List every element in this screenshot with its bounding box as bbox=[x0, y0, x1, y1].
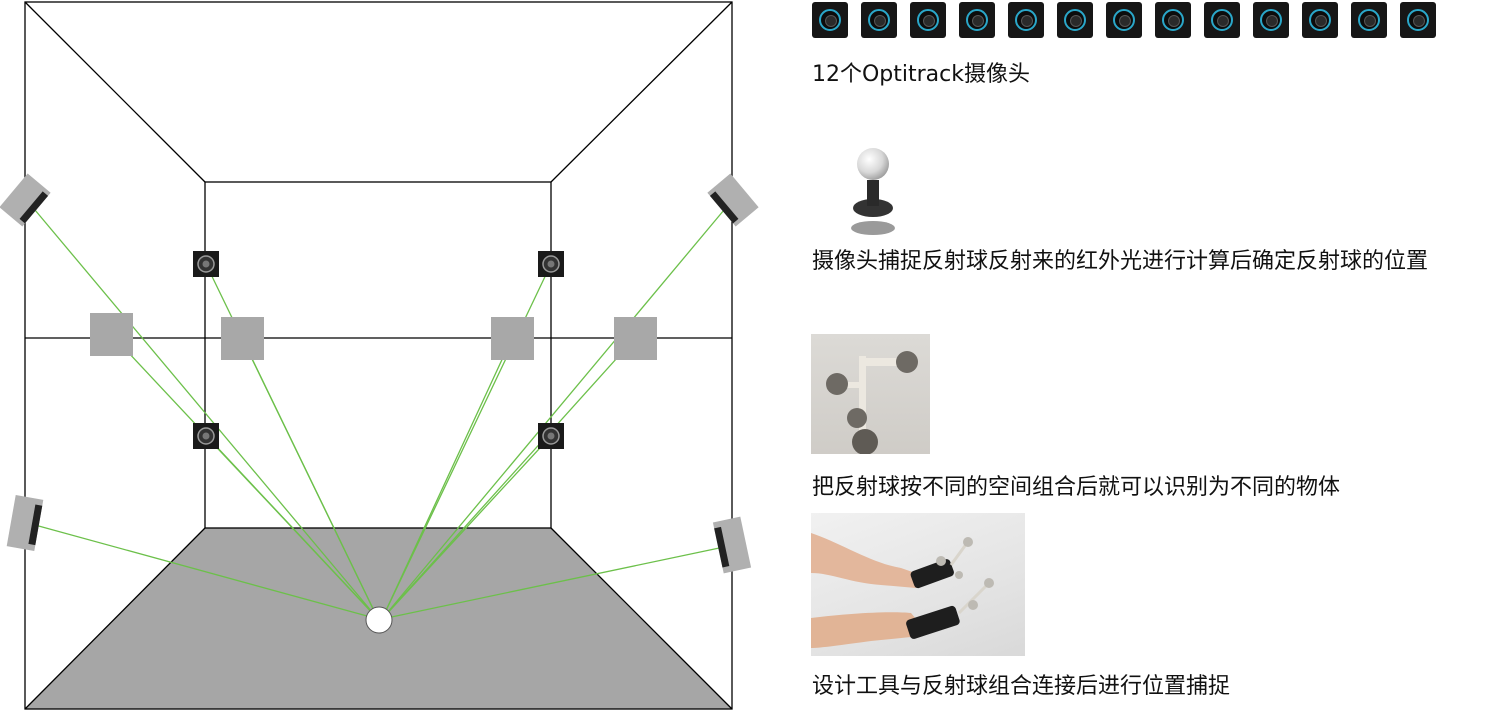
room-outer-frame bbox=[24, 1, 733, 710]
camera-icon bbox=[1057, 2, 1093, 38]
camera-icon bbox=[1204, 2, 1240, 38]
caption-cameras: 12个Optitrack摄像头 bbox=[812, 62, 1031, 87]
camera-icon bbox=[910, 2, 946, 38]
wall-camera bbox=[538, 251, 564, 277]
ray bbox=[34, 209, 379, 620]
beam-camera bbox=[614, 317, 657, 360]
room-edge bbox=[24, 1, 206, 183]
capture-room-diagram bbox=[0, 1, 759, 710]
beam-camera bbox=[90, 313, 133, 356]
corner-camera bbox=[707, 173, 759, 227]
ray bbox=[34, 524, 379, 620]
target-marker bbox=[365, 606, 393, 634]
rigid-body-photo bbox=[811, 334, 930, 454]
beam-camera bbox=[221, 317, 264, 360]
caption-marker: 摄像头捕捉反射球反射来的红外光进行计算后确定反射球的位置 bbox=[812, 249, 1429, 274]
camera-icon bbox=[1008, 2, 1044, 38]
caption-rigid-body: 把反射球按不同的空间组合后就可以识别为不同的物体 bbox=[812, 475, 1341, 500]
room-edge bbox=[550, 1, 733, 183]
ray bbox=[205, 435, 379, 620]
camera-icon bbox=[1302, 2, 1338, 38]
room-edge bbox=[24, 527, 206, 710]
corner-camera bbox=[712, 516, 752, 574]
camera-icon bbox=[1253, 2, 1289, 38]
camera-icon bbox=[1400, 2, 1436, 38]
corner-camera bbox=[6, 494, 44, 552]
camera-icon bbox=[1106, 2, 1142, 38]
ray bbox=[381, 546, 725, 620]
camera-icon bbox=[861, 2, 897, 38]
camera-icon bbox=[812, 2, 848, 38]
wall-camera bbox=[193, 251, 219, 277]
ray bbox=[381, 337, 636, 620]
camera-icon bbox=[1155, 2, 1191, 38]
reflective-marker-icon bbox=[851, 148, 895, 235]
wall-camera bbox=[193, 423, 219, 449]
wall-camera bbox=[538, 423, 564, 449]
camera-icon bbox=[959, 2, 995, 38]
room-back-wall bbox=[204, 181, 552, 529]
room-edge bbox=[550, 527, 733, 710]
tool-with-markers-photo bbox=[811, 513, 1025, 656]
camera-icon bbox=[1351, 2, 1387, 38]
camera-icon-row bbox=[812, 2, 1436, 38]
ray bbox=[381, 209, 725, 620]
caption-tools: 设计工具与反射球组合连接后进行位置捕捉 bbox=[812, 674, 1231, 699]
beam-camera bbox=[491, 317, 534, 360]
ray bbox=[241, 337, 379, 620]
corner-camera bbox=[0, 173, 51, 227]
ray bbox=[381, 337, 513, 620]
ray bbox=[381, 435, 552, 620]
